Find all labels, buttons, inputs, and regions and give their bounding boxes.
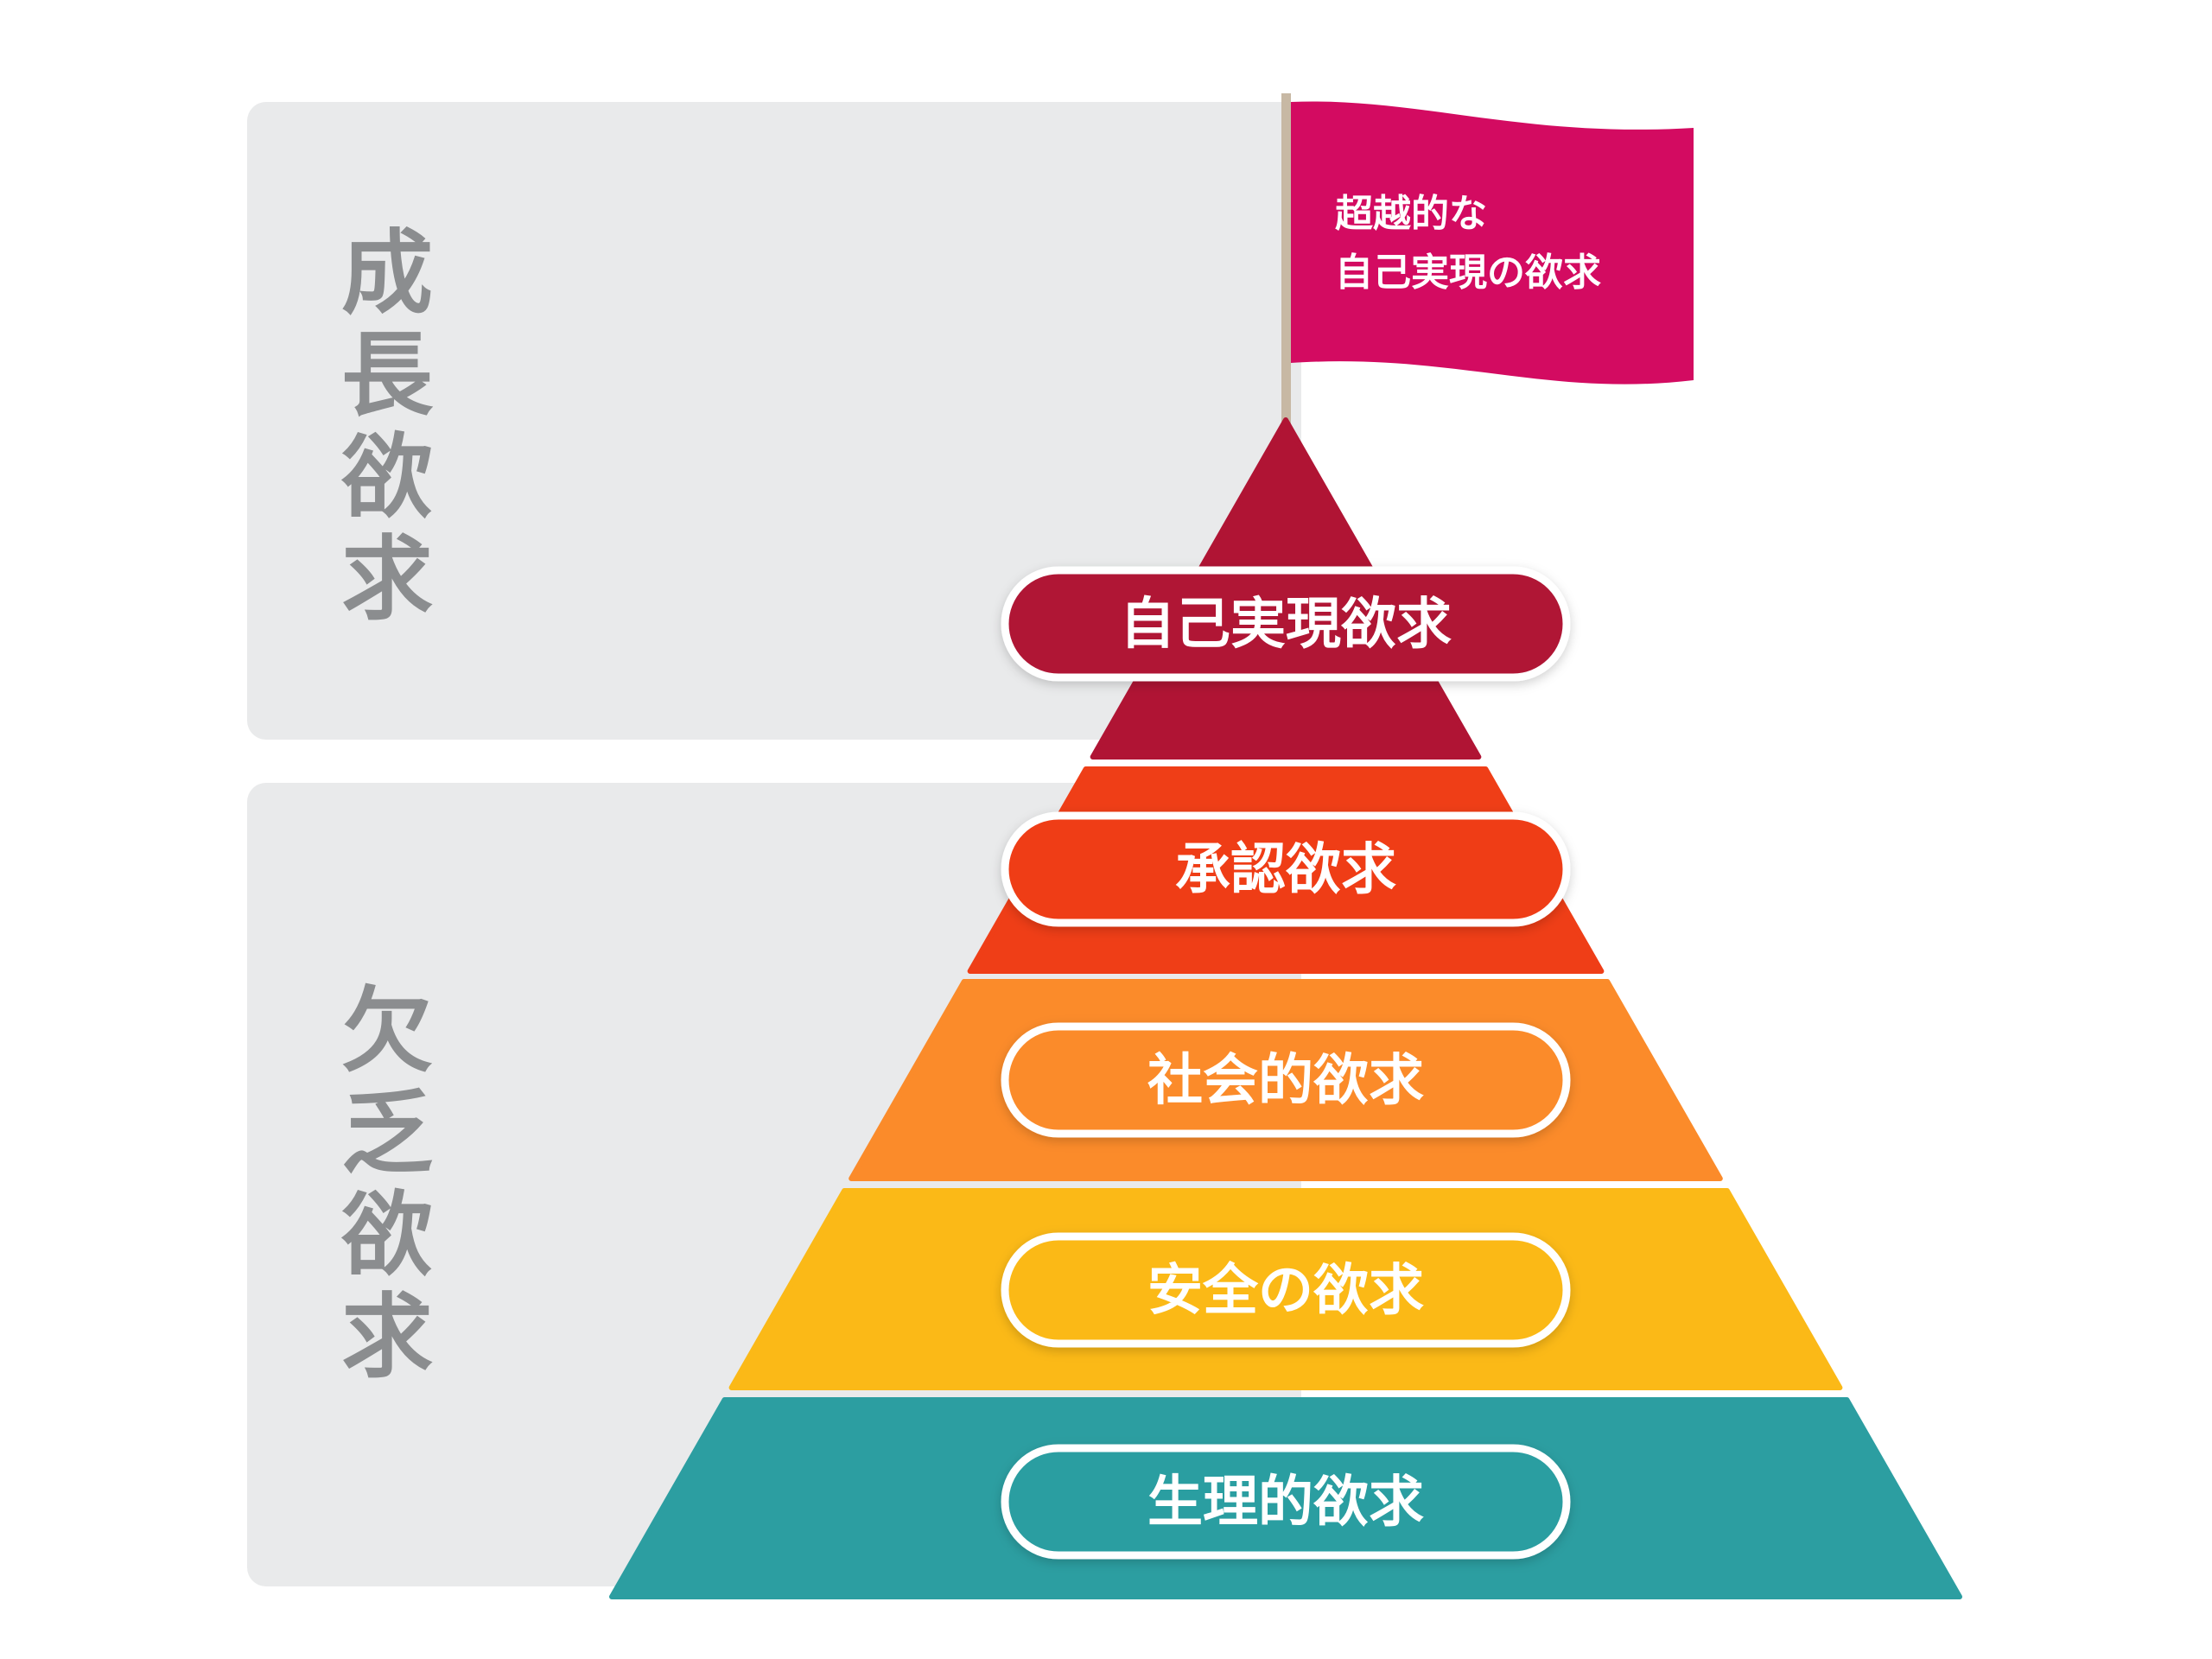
label-char-3: 求 — [341, 526, 433, 632]
label-char-2: 欲 — [341, 1182, 433, 1288]
tier-label-pill-2: 承認欲求 — [1001, 811, 1571, 927]
flag-line-1: 超越的な — [1335, 192, 1487, 236]
tier-label-1: 自己実現欲求 — [1120, 593, 1452, 657]
tier-label-pill-3: 社会的欲求 — [1001, 1022, 1571, 1138]
tier-label-4: 安全の欲求 — [1147, 1259, 1424, 1323]
flag-line-2: 自己実現の欲求 — [1335, 251, 1601, 295]
label-char-1: 長 — [341, 322, 433, 429]
label-char-0: 欠 — [341, 978, 433, 1084]
pill-background — [1001, 811, 1571, 927]
label-char-3: 求 — [341, 1284, 433, 1390]
pill-background — [1001, 566, 1571, 682]
label-char-0: 成 — [341, 220, 433, 327]
pill-background — [1001, 1444, 1571, 1560]
flag-pole — [1281, 93, 1291, 429]
tier-label-pill-5: 生理的欲求 — [1001, 1444, 1571, 1560]
tier-label-3: 社会的欲求 — [1147, 1049, 1424, 1113]
pill-background — [1001, 1022, 1571, 1138]
tier-label-pill-1: 自己実現欲求 — [1001, 566, 1571, 682]
deficiency-needs-label: 欠乏欲求 — [331, 981, 443, 1389]
growth-needs-label: 成長欲求 — [331, 223, 443, 631]
flag-banner — [1291, 101, 1694, 385]
tier-label-2: 承認欲求 — [1175, 838, 1396, 902]
label-char-2: 欲 — [341, 424, 433, 531]
pill-background — [1001, 1232, 1571, 1348]
tier-label-5: 生理的欲求 — [1147, 1471, 1424, 1535]
tier-label-pill-4: 安全の欲求 — [1001, 1232, 1571, 1348]
label-char-1: 乏 — [341, 1080, 433, 1186]
